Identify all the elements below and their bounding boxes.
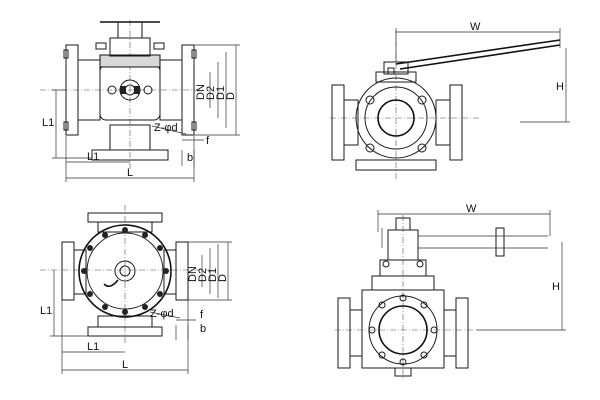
cover-bolts xyxy=(81,227,169,315)
view-top-left: L1 L1 L DN D2 D1 D Z-φd f b xyxy=(40,20,240,182)
bore xyxy=(377,99,415,137)
body-bolts xyxy=(368,294,438,366)
dim-D: D xyxy=(225,92,237,100)
dim-L: L xyxy=(127,167,133,179)
dim-Z-phi-d: Z-φd xyxy=(150,308,174,320)
dim-W: W xyxy=(470,21,481,33)
view-bottom-right: W H xyxy=(335,203,566,380)
dim-D: D xyxy=(217,274,229,282)
dim-L1-vertical: L1 xyxy=(42,117,54,129)
dim-H: H xyxy=(556,81,564,93)
body-flange-circle xyxy=(355,77,437,159)
dim-L1-horizontal: L1 xyxy=(87,151,99,163)
left-flange xyxy=(61,241,75,301)
dim-L1-vertical: L1 xyxy=(40,305,52,317)
dim-b: b xyxy=(187,152,193,164)
dim-Z-phi-d: Z-φd xyxy=(154,122,178,134)
view-bottom-left: L1 L1 L DN D2 D1 D Z-φd f b xyxy=(40,205,232,374)
dim-D2: D2 xyxy=(197,268,209,282)
dim-L: L xyxy=(122,359,128,371)
dim-DN: DN xyxy=(195,84,207,100)
dim-f: f xyxy=(206,135,210,147)
left-flange xyxy=(331,84,345,161)
right-flange xyxy=(455,297,469,369)
left-flange xyxy=(337,297,351,369)
view-top-right: W H xyxy=(330,21,570,180)
dim-D1: D1 xyxy=(215,86,227,100)
dim-b: b xyxy=(200,323,206,335)
dim-L1-horizontal: L1 xyxy=(87,341,99,353)
dim-D1: D1 xyxy=(207,268,219,282)
handwheel xyxy=(495,227,505,257)
lever-handle xyxy=(395,39,561,65)
bore xyxy=(378,305,428,355)
dim-f: f xyxy=(200,309,204,321)
dim-H: H xyxy=(552,281,560,293)
dim-W: W xyxy=(466,203,477,215)
right-flange xyxy=(449,84,463,161)
dim-DN: DN xyxy=(187,266,199,282)
body-cover xyxy=(78,224,172,318)
dim-D2: D2 xyxy=(205,86,217,100)
